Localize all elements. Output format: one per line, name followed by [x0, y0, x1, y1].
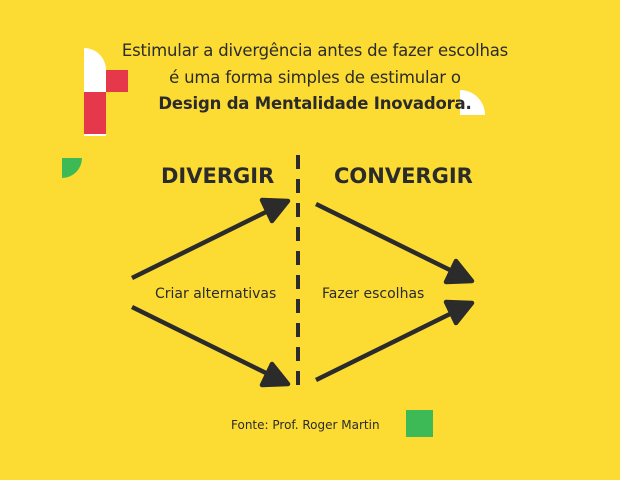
- red-square-shape: [84, 92, 106, 114]
- converge-down-arrow: [315, 201, 455, 275]
- red-square-shape: [106, 70, 128, 92]
- headline-line-3: Design da Mentalidade Inovadora.: [158, 94, 472, 113]
- white-square-shape: [84, 70, 106, 92]
- arrow-head-icon: [259, 361, 291, 388]
- arrow-head-icon: [443, 299, 475, 326]
- arrow-head-icon: [259, 197, 291, 224]
- converge-up-arrow: [315, 309, 455, 383]
- green-square-shape: [406, 410, 433, 437]
- red-square-shape: [84, 114, 106, 134]
- headline-line-2: é uma forma simples de estimular o: [169, 67, 461, 87]
- diverge-down-arrow: [131, 304, 271, 378]
- diverge-label: Criar alternativas: [155, 286, 277, 302]
- headline-line-1: Estimular a divergência antes de fazer e…: [121, 41, 509, 60]
- converge-label: Fazer escolhas: [322, 286, 425, 302]
- source-credit: Fonte: Prof. Roger Martin: [231, 418, 380, 432]
- diverge-up-arrow: [131, 207, 271, 281]
- green-quarter-circle-shape: [62, 158, 82, 178]
- white-quarter-circle-shape: [84, 48, 106, 70]
- headline: Estimular a divergência antes de fazer e…: [100, 38, 530, 118]
- diverge-heading: DIVERGIR: [161, 164, 275, 188]
- arrow-head-icon: [443, 258, 475, 285]
- white-quarter-circle-shape: [460, 90, 485, 115]
- converge-heading: CONVERGIR: [334, 164, 473, 188]
